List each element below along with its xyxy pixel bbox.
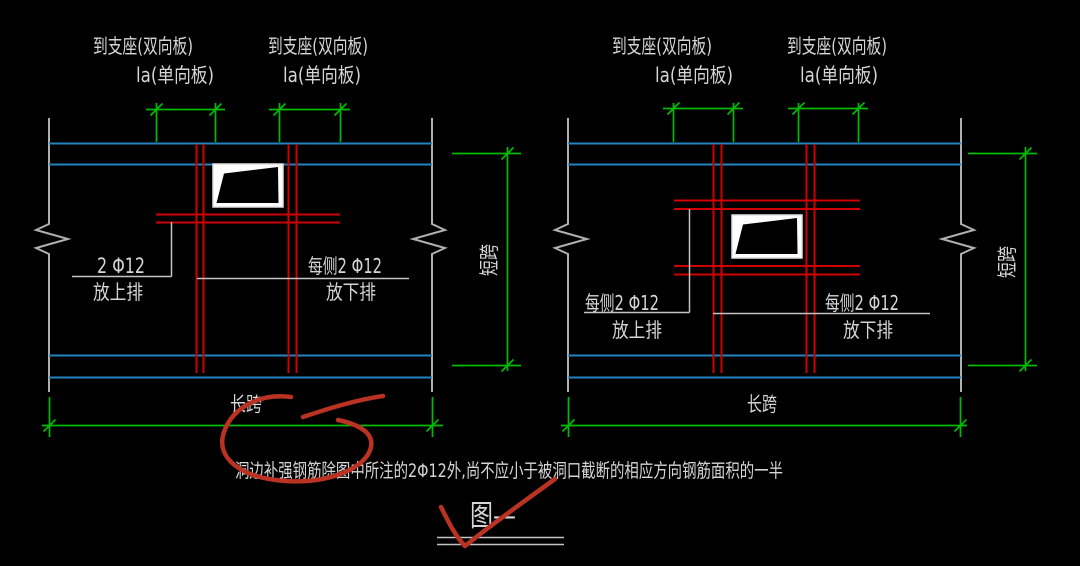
top-callout-1-line2: la(单向板)	[136, 63, 214, 87]
slab-panel-left: 到支座(双向板) la(单向板) 到支座(双向板) la(单向板) 2 Φ12 …	[33, 34, 521, 437]
slab-opening-symbol	[212, 163, 284, 208]
top-callout-2-line1: 到支座(双向板)	[787, 34, 887, 58]
top-callout-2-line2: la(单向板)	[283, 63, 361, 87]
hand-drawn-circle	[220, 394, 374, 484]
opening-hole	[735, 218, 798, 254]
long-span-dimension-lines	[561, 397, 968, 437]
slab-opening-symbol	[731, 214, 803, 259]
right-callout-line1: 每侧2 Φ12	[825, 291, 899, 315]
top-callout-1-line1: 到支座(双向板)	[612, 34, 712, 58]
hand-annotations	[220, 393, 558, 549]
right-callout-line2: 放下排	[326, 280, 376, 304]
opening-hole	[216, 167, 279, 203]
hand-drawn-circle-tail	[300, 393, 386, 420]
long-span-label: 长跨	[747, 392, 777, 416]
callout-leader-lines	[72, 222, 409, 280]
callout-leader-lines	[584, 209, 930, 315]
short-span-label: 短跨	[477, 244, 501, 276]
left-callout-line1: 每侧2 Φ12	[585, 291, 659, 315]
left-callout-line2: 放上排	[93, 280, 143, 304]
left-callout-line1: 2 Φ12	[97, 254, 145, 278]
slab-panel-right: 到支座(双向板) la(单向板) 到支座(双向板) la(单向板) 每侧2 Φ1…	[552, 34, 1037, 437]
slab-edge-lines	[33, 118, 448, 392]
left-callout-line2: 放上排	[612, 318, 662, 342]
general-note: 洞边补强钢筋除图中所注的2Φ12外,尚不应小于被洞口截断的相应方向钢筋面积的一半	[235, 460, 783, 482]
right-callout-line1: 每侧2 Φ12	[308, 254, 382, 278]
slab-bar-lines	[568, 142, 961, 379]
top-callout-1-line1: 到支座(双向板)	[93, 34, 193, 58]
top-callout-2-line2: la(单向板)	[800, 63, 878, 87]
rebar-vertical-lines	[195, 144, 298, 373]
top-dimension-lines	[146, 102, 350, 142]
rebar-horizontal-lines	[674, 199, 860, 276]
long-span-dimension-lines	[42, 397, 443, 437]
figure-title-underline	[437, 536, 564, 546]
short-span-dimension-lines	[452, 146, 521, 373]
hand-drawn-checkmark	[438, 476, 558, 549]
top-callout-1-line2: la(单向板)	[655, 63, 733, 87]
short-span-dimension-lines	[968, 146, 1037, 373]
slab-edge-lines	[552, 118, 977, 392]
top-callout-2-line1: 到支座(双向板)	[268, 34, 368, 58]
figure-title: 图—	[470, 499, 516, 534]
rebar-horizontal-lines	[156, 213, 340, 224]
short-span-label: 短跨	[995, 246, 1019, 278]
right-callout-line2: 放下排	[843, 318, 893, 342]
rebar-vertical-lines	[712, 144, 816, 373]
top-dimension-lines	[663, 101, 868, 142]
